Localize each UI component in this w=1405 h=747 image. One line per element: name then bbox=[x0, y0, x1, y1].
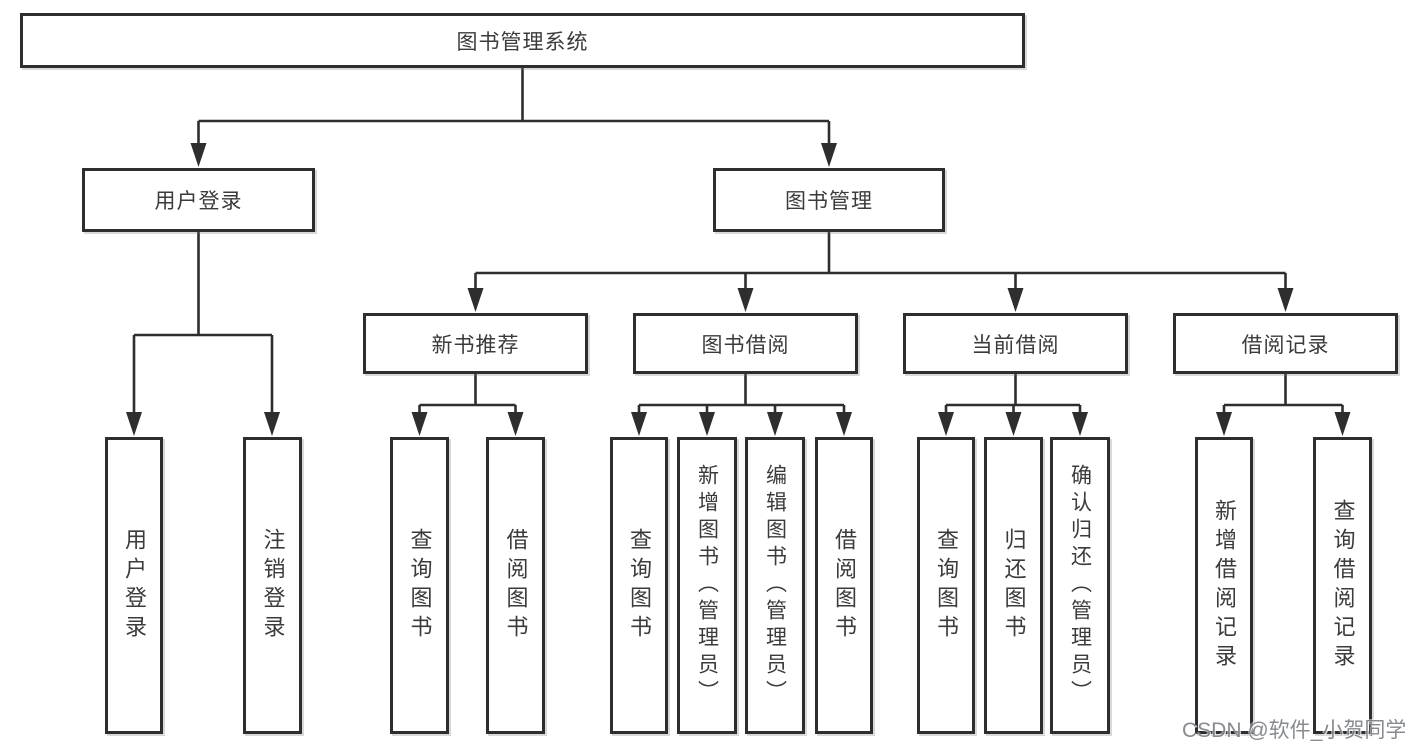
leaf-borrow-books-recommend: 借阅图书 bbox=[486, 437, 545, 734]
leaf-label: 借阅图书 bbox=[503, 527, 529, 644]
node-label: 图书借阅 bbox=[701, 333, 790, 357]
leaf-label: 新增图书（管理员） bbox=[695, 464, 719, 707]
node-book-borrowing: 图书借阅 bbox=[633, 313, 858, 374]
leaf-label: 确认归还（管理员） bbox=[1068, 464, 1092, 707]
leaf-label: 查询图书 bbox=[934, 527, 959, 644]
leaf-borrow-books-borrowing: 借阅图书 bbox=[815, 437, 873, 734]
node-label: 图书管理系统 bbox=[456, 30, 589, 54]
node-label: 新书推荐 bbox=[431, 333, 520, 357]
leaf-edit-books-admin: 编辑图书（管理员） bbox=[745, 437, 805, 734]
leaf-add-books-admin: 新增图书（管理员） bbox=[677, 437, 737, 734]
leaf-label: 用户登录 bbox=[122, 527, 147, 644]
node-current-borrowing: 当前借阅 bbox=[903, 313, 1128, 374]
leaf-label: 编辑图书（管理员） bbox=[763, 464, 787, 707]
leaf-return-books: 归还图书 bbox=[984, 437, 1043, 734]
leaf-logout: 注销登录 bbox=[243, 437, 302, 734]
leaf-label: 归还图书 bbox=[1001, 527, 1027, 644]
leaf-confirm-return-admin: 确认归还（管理员） bbox=[1050, 437, 1110, 734]
node-label: 当前借阅 bbox=[971, 333, 1060, 357]
leaf-label: 新增借阅记录 bbox=[1212, 498, 1237, 673]
node-book-management: 图书管理 bbox=[713, 168, 945, 232]
leaf-label: 注销登录 bbox=[260, 527, 286, 644]
leaf-label: 查询图书 bbox=[627, 527, 652, 644]
leaf-query-borrow-record: 查询借阅记录 bbox=[1313, 437, 1372, 734]
csdn-watermark: CSDN @软件_小贺同学 bbox=[1182, 719, 1405, 742]
node-user-login: 用户登录 bbox=[82, 168, 315, 232]
leaf-label: 查询图书 bbox=[407, 527, 433, 644]
leaf-label: 查询借阅记录 bbox=[1330, 498, 1356, 673]
leaf-query-books-current: 查询图书 bbox=[917, 437, 975, 734]
node-library-management-system: 图书管理系统 bbox=[20, 13, 1025, 68]
node-borrowing-records: 借阅记录 bbox=[1173, 313, 1398, 374]
node-label: 借阅记录 bbox=[1241, 333, 1330, 357]
node-label: 用户登录 bbox=[154, 190, 243, 213]
leaf-query-books-borrowing: 查询图书 bbox=[610, 437, 668, 734]
node-label: 图书管理 bbox=[785, 190, 873, 213]
leaf-label: 借阅图书 bbox=[832, 527, 857, 644]
leaf-query-books-recommend: 查询图书 bbox=[390, 437, 449, 734]
node-new-book-recommendation: 新书推荐 bbox=[363, 313, 588, 374]
leaf-add-borrow-record: 新增借阅记录 bbox=[1195, 437, 1253, 734]
leaf-user-login: 用户登录 bbox=[105, 437, 163, 734]
